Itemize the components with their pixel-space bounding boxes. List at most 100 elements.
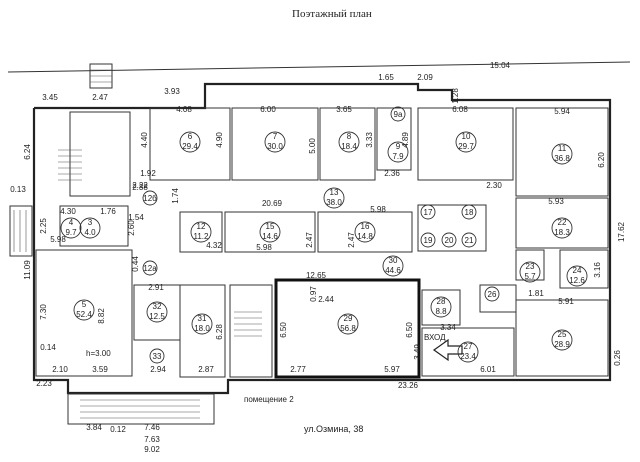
room-area: 18.0: [194, 324, 210, 333]
room-number: 28: [437, 297, 446, 306]
dimension-label: 2.91: [148, 283, 164, 292]
dimension-label: 2.36: [384, 169, 400, 178]
room-23-outline: [515, 249, 545, 281]
room-area: 18.4: [341, 142, 357, 151]
room-4-3-block: [59, 205, 129, 247]
room-marker: [337, 313, 359, 335]
room-marker: [191, 313, 213, 335]
stair-left-top-treads: [58, 149, 82, 181]
dimension-label: 2.22: [132, 181, 148, 190]
dimension-label: 2.10: [52, 365, 68, 374]
room-marker: [73, 299, 95, 321]
room-number: 10: [462, 132, 471, 141]
dimension-label: 6.50: [405, 322, 414, 338]
dimension-label: 1.76: [100, 207, 116, 216]
room-area: 56.8: [340, 324, 356, 333]
room-number: 19: [424, 236, 433, 245]
dimension-label: 4.90: [215, 132, 224, 148]
dimension-label: 1.54: [128, 213, 144, 222]
dimension-label: 3.16: [593, 262, 602, 278]
room-area: 29.7: [458, 142, 474, 151]
dimension-label: 4.40: [140, 132, 149, 148]
dimension-label: 2.23: [36, 379, 52, 388]
room-8-outline: [319, 107, 376, 181]
room-11-outline: [515, 107, 609, 197]
room-number: 23: [526, 262, 535, 271]
stair-left-top: [69, 111, 131, 197]
room-number: 25: [558, 330, 567, 339]
room-12-outline: [179, 211, 223, 253]
bottom-porch: [67, 393, 215, 425]
entrance-arrow-icon: [432, 338, 463, 362]
room-marker: [551, 329, 573, 351]
dimension-label: 11.09: [23, 260, 32, 280]
room-number: 17: [424, 208, 433, 217]
room-area: 28.9: [554, 340, 570, 349]
room-number: 27: [464, 342, 473, 351]
room-marker: [387, 141, 409, 163]
left-porch: [9, 205, 33, 257]
dimension-label: 5.98: [370, 205, 386, 214]
dimension-label: 2.47: [305, 232, 314, 248]
dimension-label: 3.93: [164, 87, 180, 96]
room-number: 9а: [394, 110, 403, 119]
room-27-outline: [421, 327, 515, 377]
room-area: 29.4: [182, 142, 198, 151]
dimension-label: 5.98: [50, 235, 66, 244]
room-number: 30: [389, 256, 398, 265]
dimension-label: 0.13: [10, 185, 26, 194]
room-number: 31: [198, 314, 207, 323]
room-area: 23.4: [460, 352, 476, 361]
room-area: 38.0: [326, 198, 342, 207]
room-number: 16: [361, 222, 370, 231]
room-number: 11: [558, 144, 567, 153]
dimension-label: 6.08: [452, 105, 468, 114]
room-number: 6: [188, 132, 193, 141]
room-number: 21: [465, 236, 474, 245]
room-10-outline: [417, 107, 514, 181]
street-address: ул.Озмина, 38: [304, 424, 363, 434]
dimension-label: 3.45: [42, 93, 58, 102]
stair-bottom-treads: [234, 311, 262, 337]
room-area: 30.0: [267, 142, 283, 151]
room-31-outline: [179, 284, 226, 378]
dimension-label: 0.97: [309, 286, 318, 302]
room-marker: [179, 131, 201, 153]
room-marker: [79, 217, 101, 239]
room-number: 33: [153, 352, 162, 361]
dimension-label: 2.87: [198, 365, 214, 374]
room-area: 4.0: [84, 228, 96, 237]
dimension-label: 4.08: [176, 105, 192, 114]
room-area: 52.4: [76, 310, 92, 319]
room-5-outline: [35, 249, 133, 377]
room-number: 12: [197, 222, 206, 231]
dimension-label: 1.28: [451, 88, 460, 104]
room-6-outline: [149, 107, 231, 181]
room-marker: [551, 217, 573, 239]
room-area: 14.8: [357, 232, 373, 241]
dimension-label: 7.46: [144, 423, 160, 432]
room-marker: [382, 255, 404, 277]
room-number: 13: [330, 188, 339, 197]
dimension-label: 2.60: [127, 220, 136, 236]
room-area: 36.8: [554, 154, 570, 163]
room-number: 22: [558, 218, 567, 227]
room-26-outline: [479, 284, 517, 313]
room-number: 32: [153, 302, 162, 311]
dimension-label: 5.93: [548, 197, 564, 206]
room-number: 20: [445, 236, 454, 245]
dimension-label: 17.62: [617, 221, 626, 242]
room-area: 14.6: [262, 232, 278, 241]
dimension-label: 20.69: [262, 199, 283, 208]
room-15-outline: [224, 211, 316, 253]
room-marker: [430, 296, 452, 318]
room-marker: [461, 232, 477, 248]
dimension-label: 3.34: [440, 323, 456, 332]
dimension-label: 8.82: [97, 308, 106, 324]
dimension-label: 1.92: [140, 169, 156, 178]
room-number: 29: [344, 314, 353, 323]
room-marker: [455, 131, 477, 153]
dimension-label: 23.26: [398, 381, 419, 390]
